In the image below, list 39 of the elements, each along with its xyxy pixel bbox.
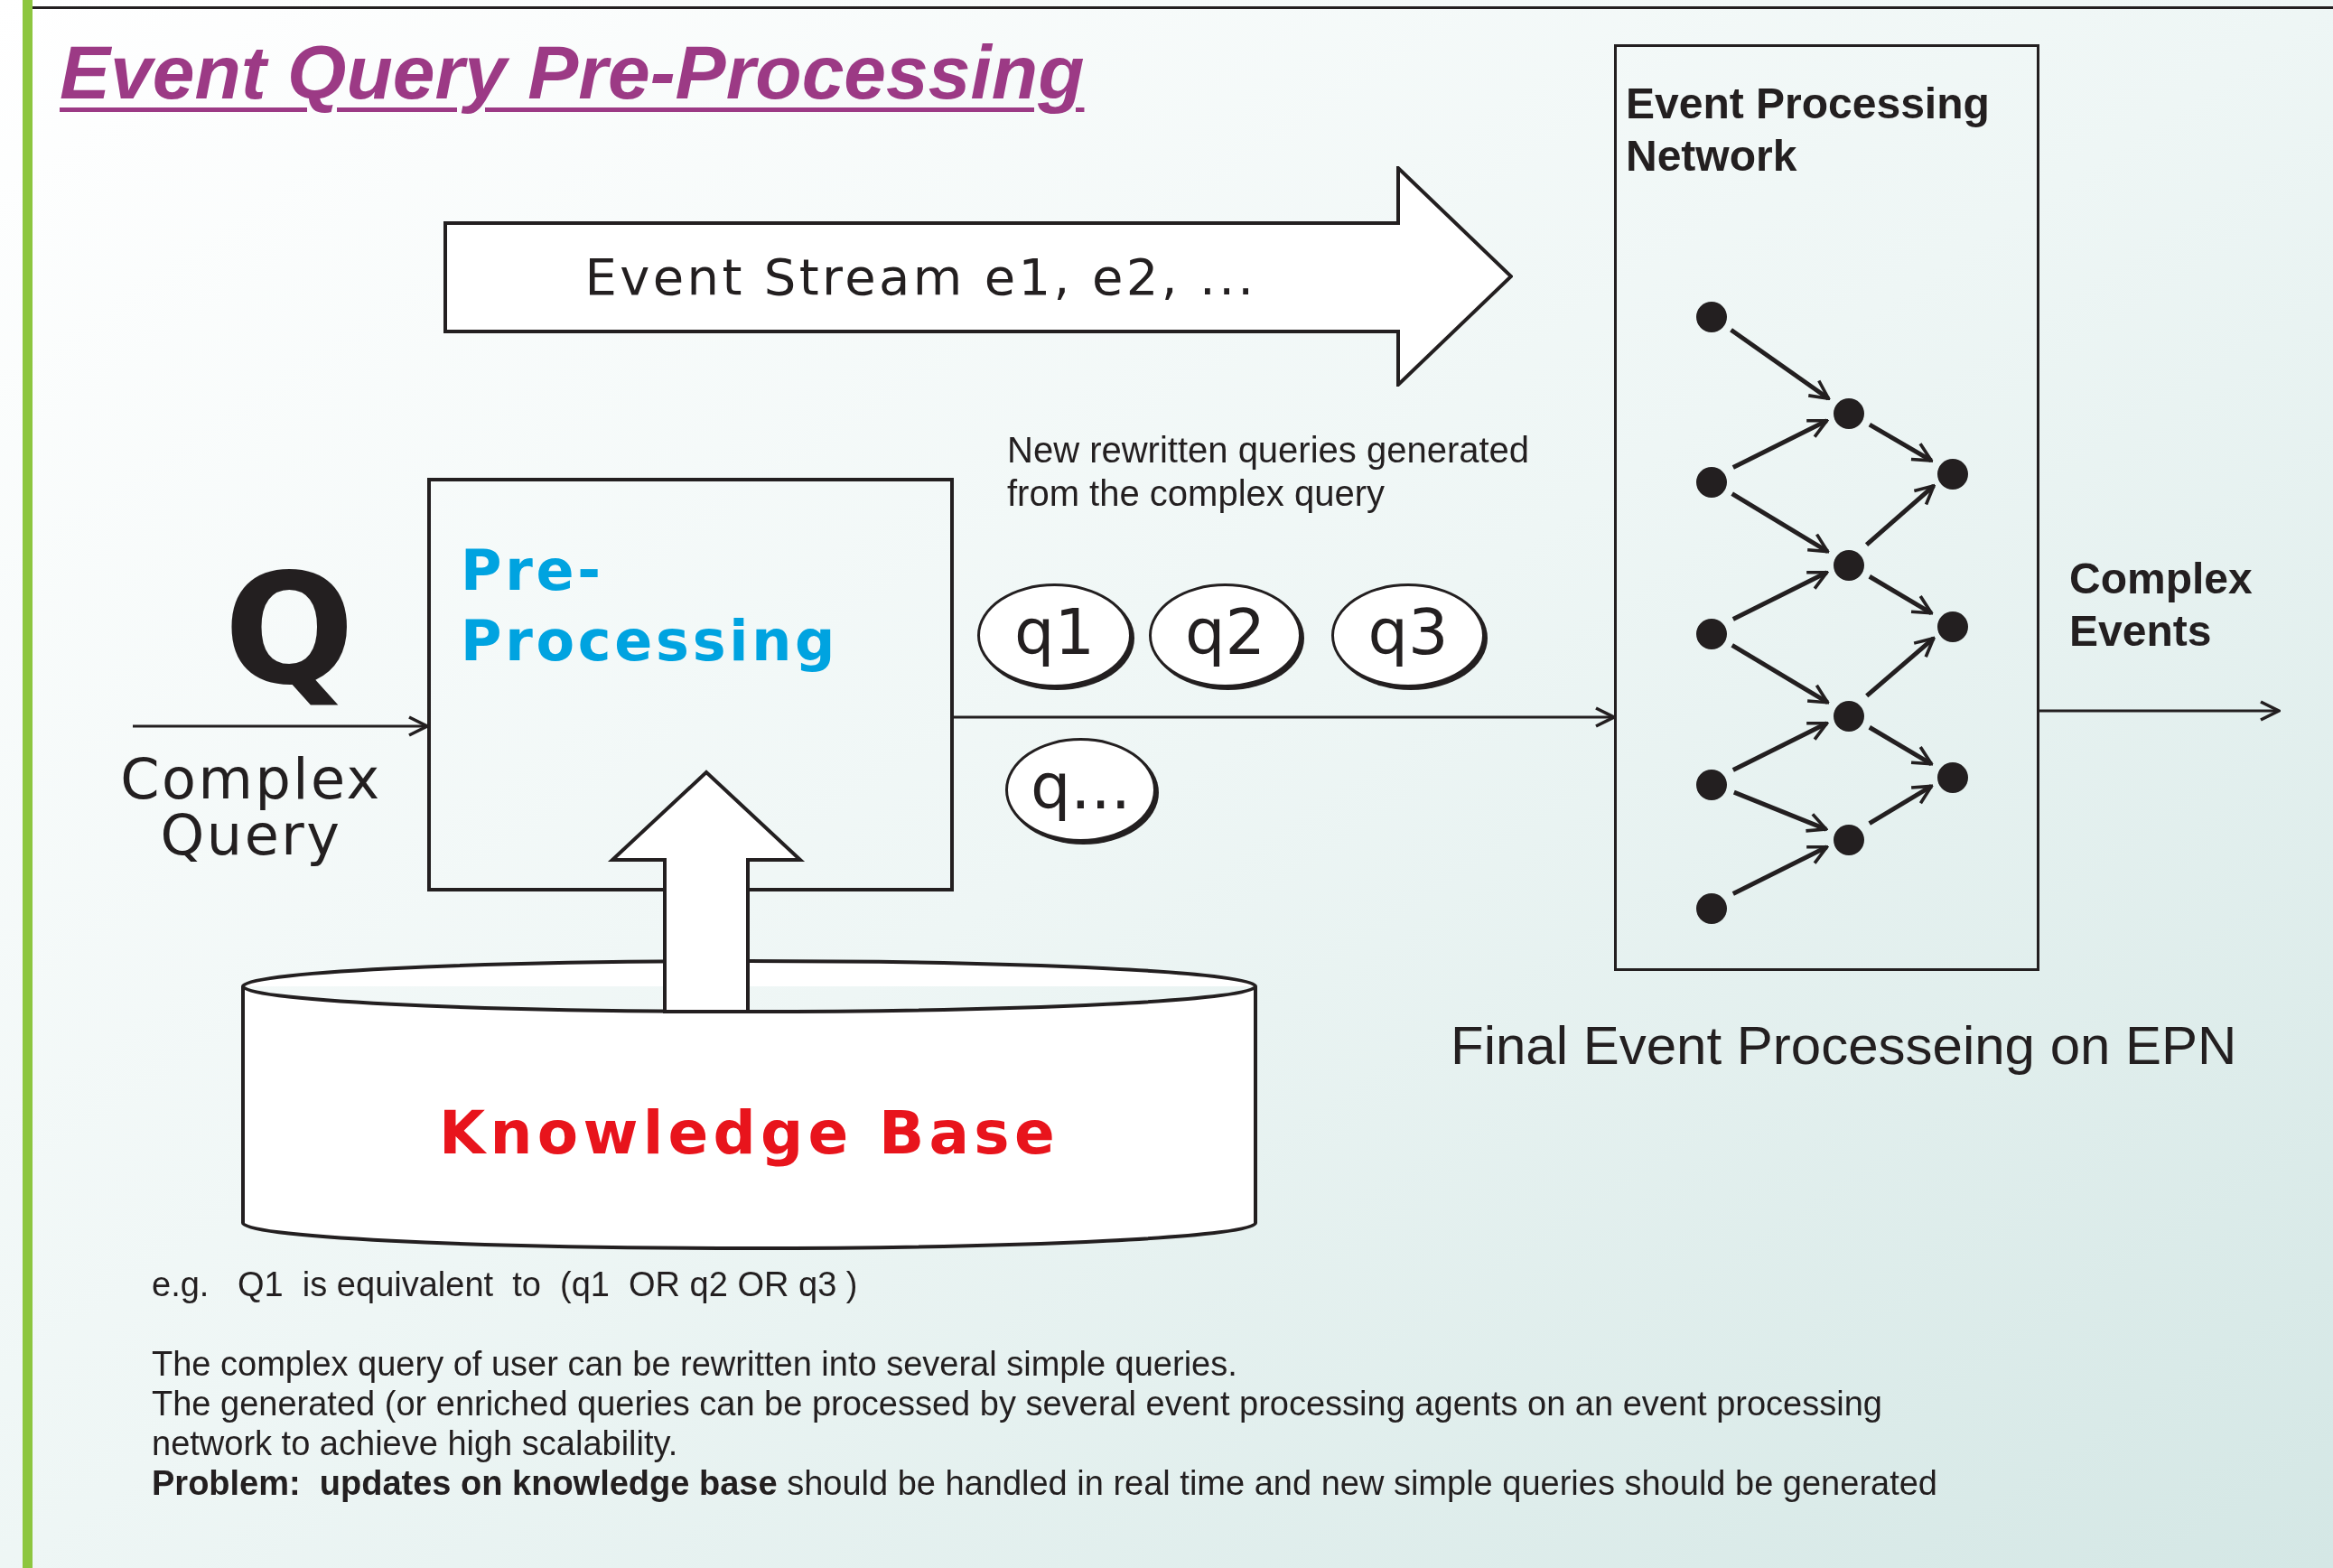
- stream-text: Event Stream e1, e2, ...: [584, 247, 1257, 308]
- arrow: [1865, 636, 1936, 698]
- arrow: [133, 715, 429, 737]
- arrow: [1731, 845, 1829, 896]
- query-ellipse: q1: [977, 583, 1132, 687]
- arrow: [1731, 491, 1830, 554]
- database-title: Knowledge Base: [439, 1104, 1059, 1170]
- query-ellipse: q...: [1005, 738, 1156, 842]
- arrow: [1868, 422, 1934, 463]
- arrow: [2039, 700, 2281, 722]
- annotation-text: New rewritten queries generated from the complex query: [1007, 429, 1531, 515]
- network-panel: [1614, 44, 2039, 971]
- arrow: [1731, 721, 1829, 772]
- query-ellipse: q3: [1331, 583, 1485, 687]
- arrow: [1731, 418, 1829, 470]
- arrow: [1864, 483, 1936, 547]
- arrow: [1730, 328, 1831, 401]
- description-paragraph: Problem: updates on knowledge base should be handled in real time and new simple queries should be generated: [152, 1463, 1938, 1503]
- block-arrow-connector: [607, 770, 806, 1013]
- page-title: Event Query Pre-Processing: [60, 31, 1085, 115]
- output-label: Complex Events: [2069, 554, 2254, 657]
- arrow: [954, 706, 1616, 728]
- process-title: Pre- Processing: [461, 537, 840, 676]
- database-cylinder: [241, 959, 1257, 1250]
- arrow: [1732, 789, 1828, 833]
- block-arrow: [443, 166, 1513, 387]
- arrow: [1868, 725, 1934, 766]
- arrow: [1731, 570, 1829, 621]
- arrow: [1868, 574, 1934, 615]
- example-text: e.g. Q1 is equivalent to (q1 OR q2 OR q3 ): [152, 1265, 858, 1304]
- query-ellipse: q2: [1149, 583, 1302, 687]
- panel-title: Event Processing Network: [1626, 79, 1991, 182]
- process-box: [427, 478, 954, 891]
- arrow: [1731, 643, 1830, 705]
- arrow: [1868, 784, 1934, 826]
- description-paragraph: The complex query of user can be rewritten into several simple queries.: [152, 1344, 1238, 1384]
- node-caption: Final Event Processeing on EPN: [1451, 1014, 2237, 1078]
- description-paragraph: The generated (or enriched queries can be processed by several event processing agents on an event processing network to achieve high scalability.: [152, 1384, 1883, 1463]
- query-symbol: Q: [224, 553, 355, 706]
